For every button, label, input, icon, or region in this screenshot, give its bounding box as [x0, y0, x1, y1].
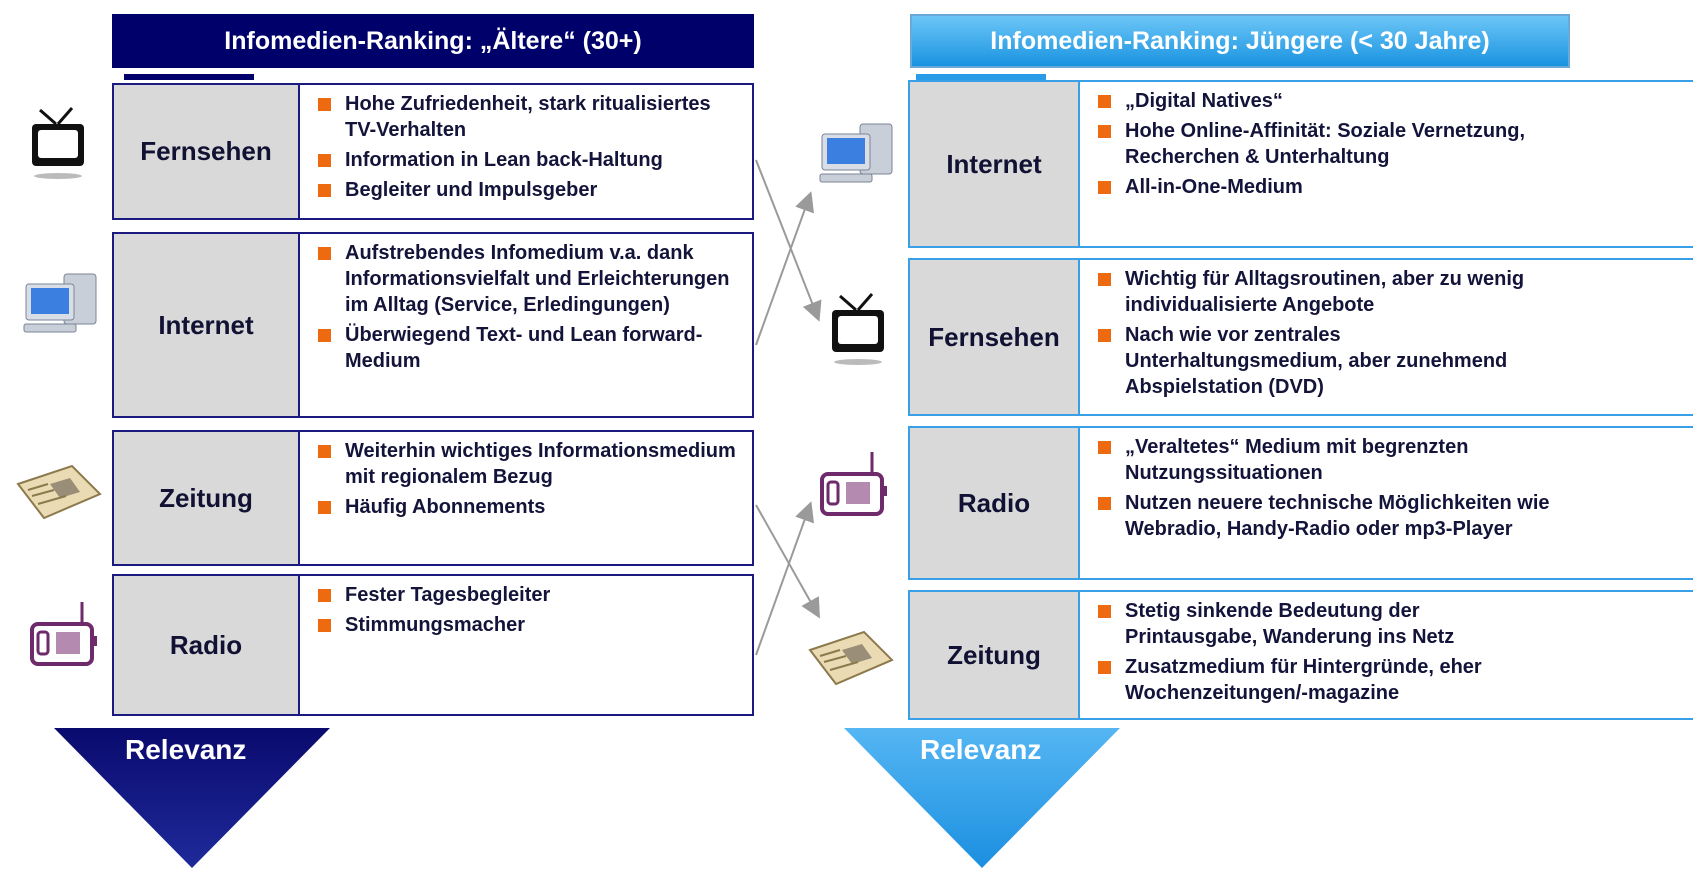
bullet-text: Fester Tagesbegleiter	[345, 584, 551, 606]
bullet-text: Hohe Zufriedenheit, stark ritualisiertes…	[345, 93, 711, 141]
bullet-text: Überwiegend Text- und Lean forward-Mediu…	[345, 324, 703, 372]
bullet-square-icon	[1098, 605, 1111, 618]
left-row-3-bullets: Weiterhin wichtiges Informationsmedium m…	[300, 432, 752, 564]
right-row-1: Internet „Digital Natives“ Hohe Online-A…	[908, 80, 1693, 248]
bullet-square-icon	[1098, 441, 1111, 454]
bullet-text: Nutzen neuere technische Möglichkeiten w…	[1125, 492, 1550, 540]
right-relevanz-label: Relevanz	[920, 734, 1042, 765]
bullet-square-icon	[1098, 125, 1111, 138]
bullet-text: Hohe Online-Affinität: Soziale Vernetzun…	[1125, 120, 1526, 168]
right-row-4: Zeitung Stetig sinkende Bedeutung der Pr…	[908, 590, 1693, 720]
left-header-tab	[124, 74, 254, 80]
right-row-3-bullets: „Veraltetes“ Medium mit begrenzten Nutzu…	[1080, 428, 1693, 578]
right-relevanz-arrow	[844, 728, 1120, 868]
bullet-square-icon	[1098, 661, 1111, 674]
left-row-1-label: Fernsehen	[114, 85, 300, 218]
right-panel-title: Infomedien-Ranking: Jüngere (< 30 Jahre)	[910, 14, 1570, 68]
bullet-text: Stimmungsmacher	[345, 614, 526, 636]
bullet-text: Stetig sinkende Bedeutung der Printausga…	[1125, 600, 1455, 648]
right-row-2: Fernsehen Wichtig für Alltagsroutinen, a…	[908, 258, 1693, 416]
tv-icon	[32, 107, 84, 179]
left-row-4-bullets: Fester Tagesbegleiter Stimmungsmacher	[300, 576, 752, 714]
bullet-item: Weiterhin wichtiges Informationsmedium m…	[318, 438, 742, 490]
bullet-square-icon	[1098, 273, 1111, 286]
computer-icon	[819, 123, 893, 183]
bullet-item: Nutzen neuere technische Möglichkeiten w…	[1098, 490, 1683, 542]
left-row-2-bullets: Aufstrebendes Infomedium v.a. dank Infor…	[300, 234, 752, 416]
arrow-internet-up	[755, 191, 814, 346]
computer-icon	[23, 273, 97, 333]
bullet-square-icon	[318, 445, 331, 458]
bullet-item: „Veraltetes“ Medium mit begrenzten Nutzu…	[1098, 434, 1683, 486]
right-row-3-label: Radio	[910, 428, 1080, 578]
bullet-item: Begleiter und Impulsgeber	[318, 177, 742, 203]
left-row-1-bullets: Hohe Zufriedenheit, stark ritualisiertes…	[300, 85, 752, 218]
bullet-item: Hohe Zufriedenheit, stark ritualisiertes…	[318, 91, 742, 143]
bullet-item: „Digital Natives“	[1098, 88, 1683, 114]
left-row-1: Fernsehen Hohe Zufriedenheit, stark ritu…	[112, 83, 754, 220]
bullet-square-icon	[318, 154, 331, 167]
left-relevanz-label: Relevanz	[125, 734, 247, 765]
bullet-item: Überwiegend Text- und Lean forward-Mediu…	[318, 322, 742, 374]
right-row-1-bullets: „Digital Natives“ Hohe Online-Affinität:…	[1080, 82, 1693, 246]
right-row-2-label: Fernsehen	[910, 260, 1080, 414]
right-row-3: Radio „Veraltetes“ Medium mit begrenzten…	[908, 426, 1693, 580]
right-row-4-bullets: Stetig sinkende Bedeutung der Printausga…	[1080, 592, 1693, 718]
bullet-square-icon	[1098, 497, 1111, 510]
bullet-text: Häufig Abonnements	[345, 496, 546, 518]
bullet-item: Nach wie vor zentrales Unterhaltungsmedi…	[1098, 322, 1683, 400]
bullet-text: „Veraltetes“ Medium mit begrenzten Nutzu…	[1125, 436, 1469, 484]
bullet-text: „Digital Natives“	[1125, 90, 1283, 112]
left-panel-title: Infomedien-Ranking: „Ältere“ (30+)	[112, 14, 754, 68]
left-relevanz-arrow	[54, 728, 330, 868]
left-row-3: Zeitung Weiterhin wichtiges Informations…	[112, 430, 754, 566]
newspaper-icon	[16, 464, 102, 520]
arrow-zeitung-down	[755, 504, 820, 619]
bullet-item: Stimmungsmacher	[318, 612, 742, 638]
radio-icon	[820, 452, 887, 516]
bullet-item: Stetig sinkende Bedeutung der Printausga…	[1098, 598, 1683, 650]
bullet-square-icon	[318, 619, 331, 632]
bullet-item: All-in-One-Medium	[1098, 174, 1683, 200]
left-row-2-label: Internet	[114, 234, 300, 416]
bullet-square-icon	[1098, 181, 1111, 194]
right-row-4-label: Zeitung	[910, 592, 1080, 718]
bullet-item: Aufstrebendes Infomedium v.a. dank Infor…	[318, 240, 742, 318]
bullet-item: Häufig Abonnements	[318, 494, 742, 520]
right-row-1-label: Internet	[910, 82, 1080, 246]
newspaper-icon	[808, 630, 894, 686]
bullet-text: Weiterhin wichtiges Informationsmedium m…	[345, 440, 736, 488]
bullet-square-icon	[318, 589, 331, 602]
bullet-square-icon	[1098, 95, 1111, 108]
left-row-2: Internet Aufstrebendes Infomedium v.a. d…	[112, 232, 754, 418]
left-row-4-label: Radio	[114, 576, 300, 714]
right-header-tab	[916, 74, 1046, 80]
bullet-item: Fester Tagesbegleiter	[318, 582, 742, 608]
left-row-3-label: Zeitung	[114, 432, 300, 564]
bullet-text: Aufstrebendes Infomedium v.a. dank Infor…	[345, 242, 730, 316]
arrow-tv-down	[755, 159, 822, 322]
right-row-2-bullets: Wichtig für Alltagsroutinen, aber zu wen…	[1080, 260, 1693, 414]
bullet-text: Zusatzmedium für Hintergründe, eher Woch…	[1125, 656, 1482, 704]
arrow-radio-up	[755, 501, 814, 656]
bullet-text: Information in Lean back-Haltung	[345, 149, 663, 171]
bullet-square-icon	[318, 329, 331, 342]
bullet-square-icon	[318, 247, 331, 260]
bullet-item: Information in Lean back-Haltung	[318, 147, 742, 173]
tv-icon	[832, 293, 884, 365]
bullet-text: Begleiter und Impulsgeber	[345, 179, 598, 201]
bullet-item: Hohe Online-Affinität: Soziale Vernetzun…	[1098, 118, 1683, 170]
bullet-text: Nach wie vor zentrales Unterhaltungsmedi…	[1125, 324, 1508, 398]
bullet-text: All-in-One-Medium	[1125, 176, 1303, 198]
bullet-square-icon	[318, 98, 331, 111]
bullet-square-icon	[318, 184, 331, 197]
bullet-item: Wichtig für Alltagsroutinen, aber zu wen…	[1098, 266, 1683, 318]
radio-icon	[30, 602, 97, 666]
bullet-square-icon	[1098, 329, 1111, 342]
bullet-text: Wichtig für Alltagsroutinen, aber zu wen…	[1125, 268, 1525, 316]
bullet-square-icon	[318, 501, 331, 514]
left-row-4: Radio Fester Tagesbegleiter Stimmungsmac…	[112, 574, 754, 716]
bullet-item: Zusatzmedium für Hintergründe, eher Woch…	[1098, 654, 1683, 706]
